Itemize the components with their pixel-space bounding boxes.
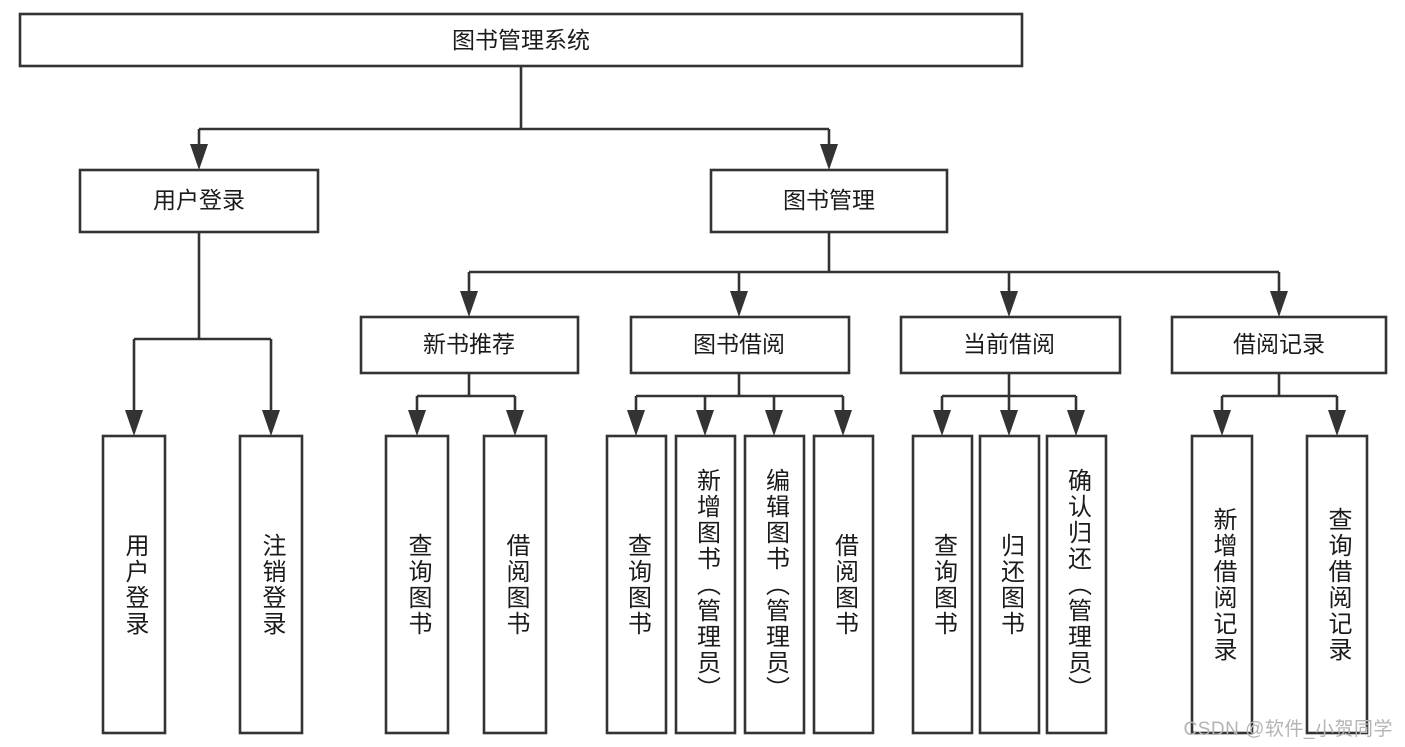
node-borrow-record-box[interactable]: [1170, 315, 1388, 375]
connector-layer: [125, 66, 1346, 436]
node-leaf-current-borrow-2-box[interactable]: [978, 434, 1041, 735]
node-leaf-book-borrow-3-box[interactable]: [743, 434, 806, 735]
node-current-borrow-label: 当前借阅: [963, 331, 1055, 357]
arrow-head-user-login: [190, 144, 208, 170]
node-leaf-current-borrow-3-box[interactable]: [1045, 434, 1108, 735]
arrow-head-currentborrow-leaf-3: [1067, 410, 1085, 436]
node-new-book-recommend-box[interactable]: [359, 315, 580, 375]
arrow-head-book-borrow: [730, 291, 748, 317]
node-leaf-book-borrow-4-box[interactable]: [812, 434, 875, 735]
arrow-head-currentborrow-leaf-2: [1000, 410, 1018, 436]
arrow-head-bookborrow-leaf-1: [627, 410, 645, 436]
arrow-head-bookborrow-leaf-4: [834, 410, 852, 436]
watermark-text: CSDN @软件_小贺同学: [1183, 719, 1393, 740]
arrow-head-borrowrecord-leaf-1: [1213, 410, 1231, 436]
node-leaf-new-book-2-box[interactable]: [482, 434, 548, 735]
node-current-borrow-box[interactable]: [899, 315, 1122, 375]
node-leaf-new-book-1-box[interactable]: [384, 434, 450, 735]
arrow-head-user-login-leaf-2: [262, 410, 280, 436]
node-leaf-book-borrow-1-box[interactable]: [605, 434, 668, 735]
node-leaf-book-borrow-2-box[interactable]: [674, 434, 737, 735]
node-book-management-box[interactable]: [709, 168, 949, 234]
node-leaf-user-login-2-box[interactable]: [238, 434, 304, 735]
node-root-label: 图书管理系统: [452, 27, 590, 53]
arrow-head-bookborrow-leaf-2: [696, 410, 714, 436]
arrow-head-book-mgmt: [820, 144, 838, 170]
arrow-head-newbook-leaf-1: [408, 410, 426, 436]
node-root-box[interactable]: [18, 12, 1024, 68]
node-book-management-label: 图书管理: [783, 187, 875, 213]
arrow-head-user-login-leaf-1: [125, 410, 143, 436]
node-borrow-record-label: 借阅记录: [1233, 331, 1325, 357]
node-layer: 图书管理系统 用户登录 图书管理 新书推荐 图书借阅 当前借阅 借阅记录: [18, 12, 1388, 735]
node-book-borrow-box[interactable]: [629, 315, 851, 375]
node-book-borrow-label: 图书借阅: [693, 331, 785, 357]
arrow-head-current-borrow: [1000, 291, 1018, 317]
arrow-head-newbook-leaf-2: [506, 410, 524, 436]
arrow-head-bookborrow-leaf-3: [765, 410, 783, 436]
node-leaf-borrow-record-2-box[interactable]: [1305, 434, 1369, 735]
node-new-book-recommend-label: 新书推荐: [423, 331, 515, 357]
arrow-head-currentborrow-leaf-1: [933, 410, 951, 436]
arrow-head-new-book: [460, 291, 478, 317]
arrow-head-borrow-record: [1270, 291, 1288, 317]
node-leaf-borrow-record-1-box[interactable]: [1190, 434, 1254, 735]
node-user-login-box[interactable]: [78, 168, 320, 234]
node-user-login-label: 用户登录: [153, 187, 245, 213]
arrow-head-borrowrecord-leaf-2: [1328, 410, 1346, 436]
node-leaf-user-login-1-box[interactable]: [101, 434, 167, 735]
node-leaf-current-borrow-1-box[interactable]: [911, 434, 974, 735]
